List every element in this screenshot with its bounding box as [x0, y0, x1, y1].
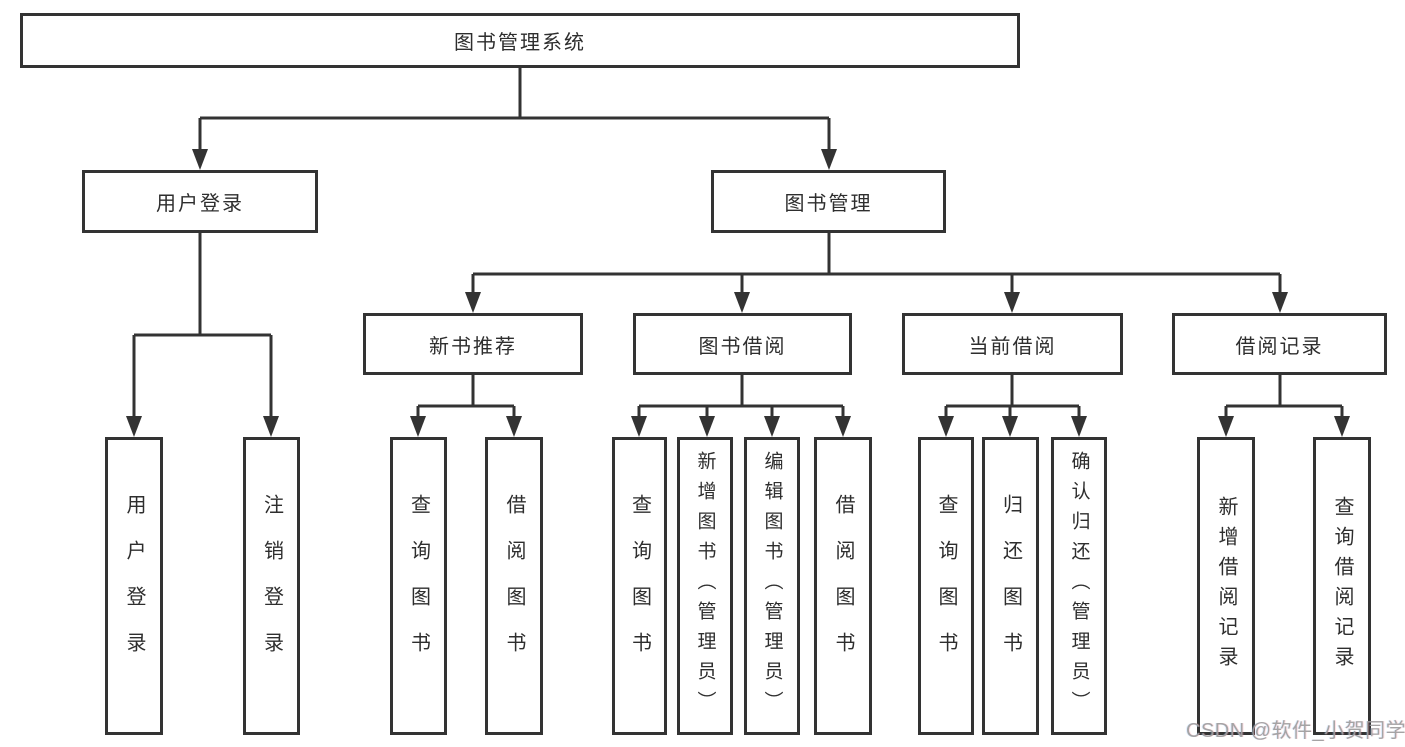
arrowhead	[1272, 292, 1288, 313]
connector-current-borrow-to-leaves	[944, 375, 1081, 418]
connector-borrow-records-to-leaves	[1224, 375, 1344, 418]
arrowhead	[1218, 416, 1234, 437]
arrowhead	[835, 416, 851, 437]
node-label: 新书推荐	[429, 335, 517, 358]
node-label: 注销登录	[260, 494, 283, 678]
node-label: 借阅图书	[832, 494, 854, 678]
arrowhead	[1004, 292, 1020, 313]
arrowhead	[126, 416, 142, 437]
arrowhead	[263, 416, 279, 437]
leaf-add-borrow-record: 新增借阅记录	[1197, 437, 1255, 735]
arrowhead	[465, 292, 481, 313]
node-borrow-records: 借阅记录	[1172, 313, 1387, 375]
node-label: 用户登录	[156, 193, 244, 215]
arrowhead	[821, 149, 837, 170]
node-label: 新增借阅记录	[1215, 496, 1237, 676]
node-book-borrow: 图书借阅	[633, 313, 852, 375]
arrowhead	[506, 416, 522, 437]
node-label: 确认归还（管理员）	[1068, 451, 1090, 721]
connector-book-borrow-to-leaves	[637, 375, 845, 418]
arrowhead	[699, 416, 715, 437]
node-root: 图书管理系统	[20, 13, 1020, 68]
leaf-query-books-recommend: 查询图书	[390, 437, 447, 735]
leaf-logout: 注销登录	[243, 437, 300, 735]
arrowhead	[938, 416, 954, 437]
connector-book-management-to-level3	[471, 233, 1282, 293]
node-label: 用户登录	[123, 494, 145, 678]
leaf-add-book-admin: 新增图书（管理员）	[677, 437, 733, 735]
leaf-query-books-current: 查询图书	[918, 437, 974, 735]
connector-new-book-recommend-to-leaves	[416, 375, 516, 418]
arrowhead	[1002, 416, 1018, 437]
arrowhead	[631, 416, 647, 437]
node-label: 编辑图书（管理员）	[761, 451, 783, 721]
leaf-user-login: 用户登录	[105, 437, 163, 735]
leaf-borrow-books-recommend: 借阅图书	[485, 437, 543, 735]
node-label: 借阅图书	[503, 494, 525, 678]
node-label: 查询借阅记录	[1331, 496, 1353, 676]
node-label: 当前借阅	[968, 335, 1057, 358]
node-book-management: 图书管理	[711, 170, 946, 233]
arrowhead	[734, 292, 750, 313]
watermark: CSDN @软件_小贺同学	[1186, 720, 1405, 742]
arrowhead	[764, 416, 780, 437]
node-label: 归还图书	[999, 494, 1022, 678]
node-new-book-recommend: 新书推荐	[363, 313, 583, 375]
leaf-borrow-books-borrow: 借阅图书	[814, 437, 872, 735]
connector-root-to-level2	[198, 68, 831, 150]
leaf-query-books-borrow: 查询图书	[612, 437, 667, 735]
node-label: 图书管理	[784, 193, 873, 215]
node-user-login: 用户登录	[82, 170, 318, 233]
node-label: 图书管理系统	[454, 32, 586, 54]
leaf-edit-book-admin: 编辑图书（管理员）	[744, 437, 800, 735]
leaf-return-books: 归还图书	[982, 437, 1039, 735]
leaf-confirm-return-admin: 确认归还（管理员）	[1051, 437, 1107, 735]
arrowhead	[1334, 416, 1350, 437]
node-label: 查询图书	[628, 494, 651, 678]
node-current-borrow: 当前借阅	[902, 313, 1123, 375]
node-label: 新增图书（管理员）	[694, 451, 716, 721]
arrowhead	[410, 416, 426, 437]
node-label: 图书借阅	[698, 335, 787, 358]
arrowhead	[192, 149, 208, 170]
node-label: 查询图书	[935, 494, 957, 678]
arrowhead	[1071, 416, 1087, 437]
node-label: 借阅记录	[1235, 335, 1324, 358]
connector-user-login-to-leaves	[132, 233, 273, 417]
node-label: 查询图书	[407, 494, 430, 678]
leaf-query-borrow-record: 查询借阅记录	[1313, 437, 1371, 735]
